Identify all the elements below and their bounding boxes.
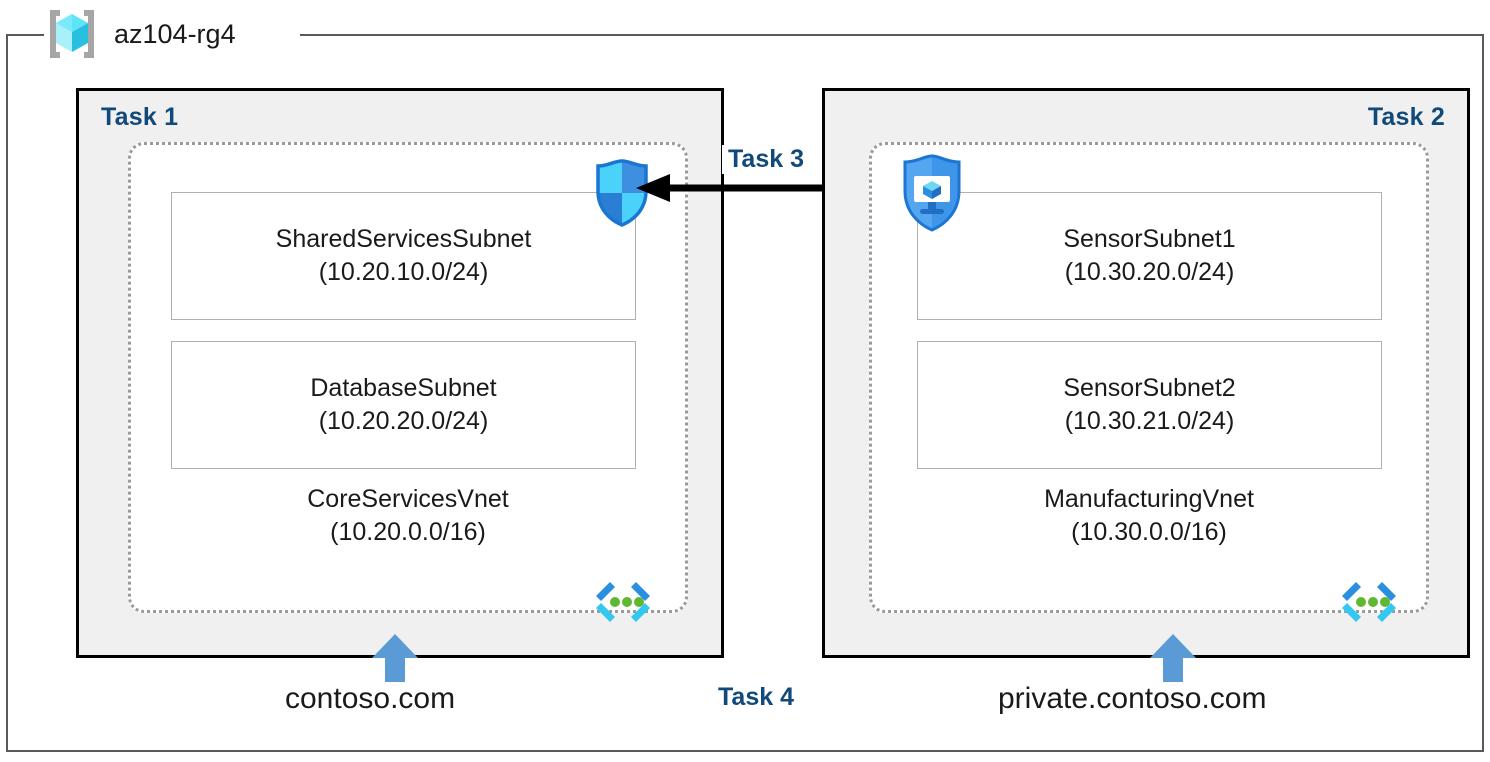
task3-label: Task 3 xyxy=(722,145,810,174)
subnet-name: SensorSubnet2 xyxy=(1063,373,1236,402)
dns-link-up-arrow-icon xyxy=(1150,634,1196,682)
manufacturingvnet-caption: ManufacturingVnet (10.30.0.0/16) xyxy=(872,483,1426,549)
resource-group-border-top-right xyxy=(300,34,1484,36)
vnet-name: ManufacturingVnet xyxy=(1044,485,1254,513)
vnet-cidr: (10.20.0.0/16) xyxy=(330,518,486,546)
subnet-cidr: (10.20.20.0/24) xyxy=(318,407,489,435)
manufacturingvnet-box: SensorSubnet1 (10.30.20.0/24) SensorSubn… xyxy=(869,142,1429,613)
network-security-group-shield-icon xyxy=(586,157,658,229)
vnet-name: CoreServicesVnet xyxy=(307,485,509,513)
subnet-name: SharedServicesSubnet xyxy=(275,224,532,253)
dns-zone-contoso-label: contoso.com xyxy=(285,682,456,715)
task2-label: Task 2 xyxy=(1367,103,1445,131)
resource-group-border-right xyxy=(1482,34,1484,752)
resource-group-name: az104-rg4 xyxy=(114,18,236,49)
task4-label: Task 4 xyxy=(718,683,794,711)
dns-link-up-arrow-icon xyxy=(372,634,418,682)
resource-group-border-left xyxy=(6,34,8,752)
resource-group-header: az104-rg4 xyxy=(44,6,244,62)
subnet-cidr: (10.20.10.0/24) xyxy=(318,258,489,286)
vnet-cidr: (10.30.0.0/16) xyxy=(1071,518,1227,546)
subnet-sensorsubnet2: SensorSubnet2 (10.30.21.0/24) xyxy=(917,341,1382,469)
coreservicesvnet-box: SharedServicesSubnet (10.20.10.0/24) Dat… xyxy=(128,142,688,613)
virtual-network-icon xyxy=(1336,580,1402,626)
subnet-cidr: (10.30.20.0/24) xyxy=(1064,258,1235,286)
task1-label: Task 1 xyxy=(101,103,179,131)
subnet-name: SensorSubnet1 xyxy=(1063,224,1236,253)
subnet-sensorsubnet1: SensorSubnet1 (10.30.20.0/24) xyxy=(917,192,1382,320)
virtual-network-icon xyxy=(590,580,656,626)
resource-group-cube-icon xyxy=(44,6,100,62)
subnet-cidr: (10.30.21.0/24) xyxy=(1064,407,1235,435)
resource-group-border-bottom xyxy=(6,750,1484,752)
protected-virtual-machine-shield-icon xyxy=(898,153,966,233)
subnet-sharedservicessubnet: SharedServicesSubnet (10.20.10.0/24) xyxy=(171,192,636,320)
subnet-databasesubnet: DatabaseSubnet (10.20.20.0/24) xyxy=(171,341,636,469)
resource-group-border-top-left xyxy=(6,34,46,36)
dns-zone-private-contoso-label: private.contoso.com xyxy=(998,682,1267,715)
coreservicesvnet-caption: CoreServicesVnet (10.20.0.0/16) xyxy=(131,483,685,549)
subnet-name: DatabaseSubnet xyxy=(310,373,497,402)
